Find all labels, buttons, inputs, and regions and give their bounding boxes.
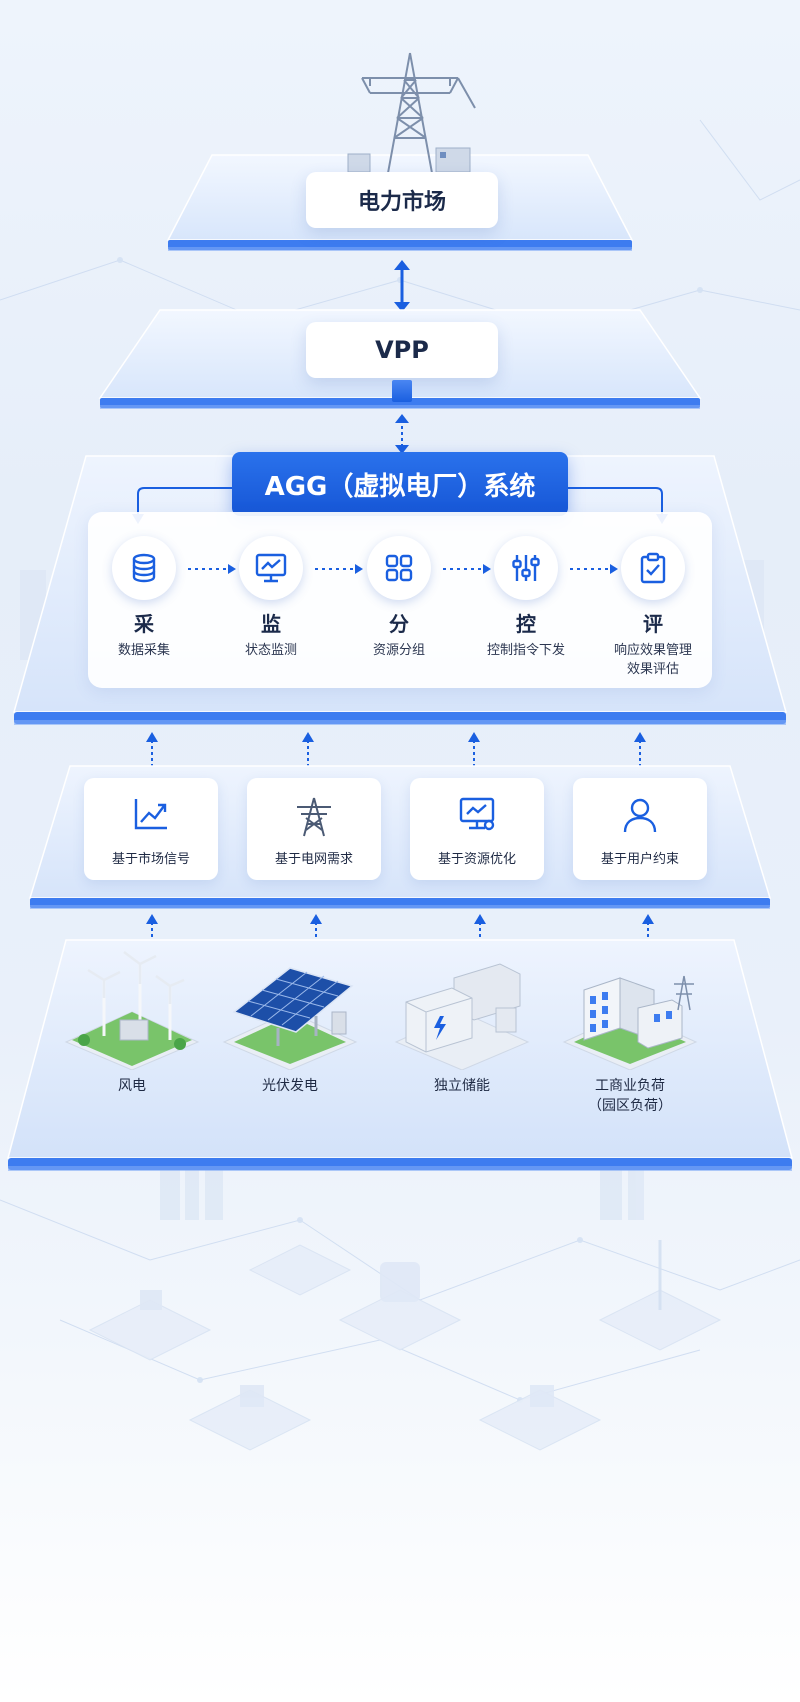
wind-turbine-icon bbox=[62, 950, 202, 1071]
resource-wind-label: 风电 bbox=[118, 1078, 146, 1094]
bidirectional-dotted-arrow bbox=[395, 414, 409, 454]
strategy-card-user-label: 基于用户约束 bbox=[600, 852, 679, 867]
step-evaluate: 评 响应效果管理 效果评估 bbox=[593, 536, 713, 679]
step-arrow-1 bbox=[188, 564, 236, 574]
monitor-chart-icon bbox=[239, 536, 303, 600]
power-market-title: 电力市场 bbox=[357, 190, 446, 215]
step-collect: 采 数据采集 bbox=[84, 536, 204, 660]
sliders-icon bbox=[494, 536, 558, 600]
database-icon bbox=[112, 536, 176, 600]
resource-solar: 光伏发电 bbox=[220, 950, 360, 1096]
step-control-desc: 控制指令下发 bbox=[486, 643, 565, 658]
resource-wind: 风电 bbox=[62, 950, 202, 1096]
step-control: 控 控制指令下发 bbox=[466, 536, 586, 660]
step-evaluate-desc2: 效果评估 bbox=[626, 662, 679, 677]
transmission-tower-icon bbox=[347, 52, 476, 174]
strategy-card-grid: 基于电网需求 bbox=[247, 778, 381, 880]
step-collect-char: 采 bbox=[134, 612, 154, 636]
resource-factory-label: 工商业负荷 bbox=[595, 1078, 665, 1094]
user-icon bbox=[573, 796, 707, 836]
resource-factory: 工商业负荷 （园区负荷） bbox=[560, 950, 700, 1116]
step-evaluate-char: 评 bbox=[643, 612, 663, 636]
step-arrow-2 bbox=[315, 564, 363, 574]
strategy-card-user: 基于用户约束 bbox=[573, 778, 707, 880]
vpp-title: VPP bbox=[375, 336, 429, 364]
trend-chart-icon bbox=[84, 796, 218, 836]
agg-system-title: AGG（虚拟电厂）系统 bbox=[264, 471, 536, 502]
step-control-char: 控 bbox=[516, 612, 536, 636]
factory-icon bbox=[560, 950, 700, 1071]
power-tower-icon bbox=[247, 796, 381, 837]
step-group-desc: 资源分组 bbox=[372, 643, 425, 658]
bidirectional-arrow bbox=[394, 260, 410, 312]
step-arrow-3 bbox=[443, 564, 491, 574]
step-group-char: 分 bbox=[389, 612, 409, 636]
strategy-card-resource-label: 基于资源优化 bbox=[437, 852, 516, 867]
up-arrows-resources bbox=[146, 914, 654, 956]
battery-storage-icon bbox=[392, 950, 532, 1071]
resource-storage: 独立储能 bbox=[392, 950, 532, 1096]
solar-panel-icon bbox=[220, 950, 360, 1071]
strategy-card-grid-label: 基于电网需求 bbox=[274, 852, 353, 867]
strategy-card-market: 基于市场信号 bbox=[84, 778, 218, 880]
strategy-card-resource: 基于资源优化 bbox=[410, 778, 544, 880]
step-monitor-char: 监 bbox=[261, 612, 281, 636]
step-evaluate-desc: 响应效果管理 bbox=[613, 643, 692, 658]
resource-storage-label: 独立储能 bbox=[434, 1078, 490, 1094]
grid-icon bbox=[367, 536, 431, 600]
monitor-optimize-icon bbox=[410, 796, 544, 836]
agg-system-banner: AGG（虚拟电厂）系统 bbox=[232, 452, 568, 516]
resource-solar-label: 光伏发电 bbox=[262, 1078, 318, 1094]
step-arrow-4 bbox=[570, 564, 618, 574]
step-monitor: 监 状态监测 bbox=[211, 536, 331, 660]
step-group: 分 资源分组 bbox=[339, 536, 459, 660]
step-monitor-desc: 状态监测 bbox=[244, 643, 297, 658]
step-collect-desc: 数据采集 bbox=[117, 643, 170, 658]
resource-factory-label2: （园区负荷） bbox=[588, 1098, 672, 1114]
clipboard-check-icon bbox=[621, 536, 685, 600]
vpp-label: VPP bbox=[306, 322, 498, 378]
vpp-stem bbox=[392, 380, 412, 402]
power-market-label: 电力市场 bbox=[306, 172, 498, 228]
strategy-card-market-label: 基于市场信号 bbox=[111, 852, 190, 867]
